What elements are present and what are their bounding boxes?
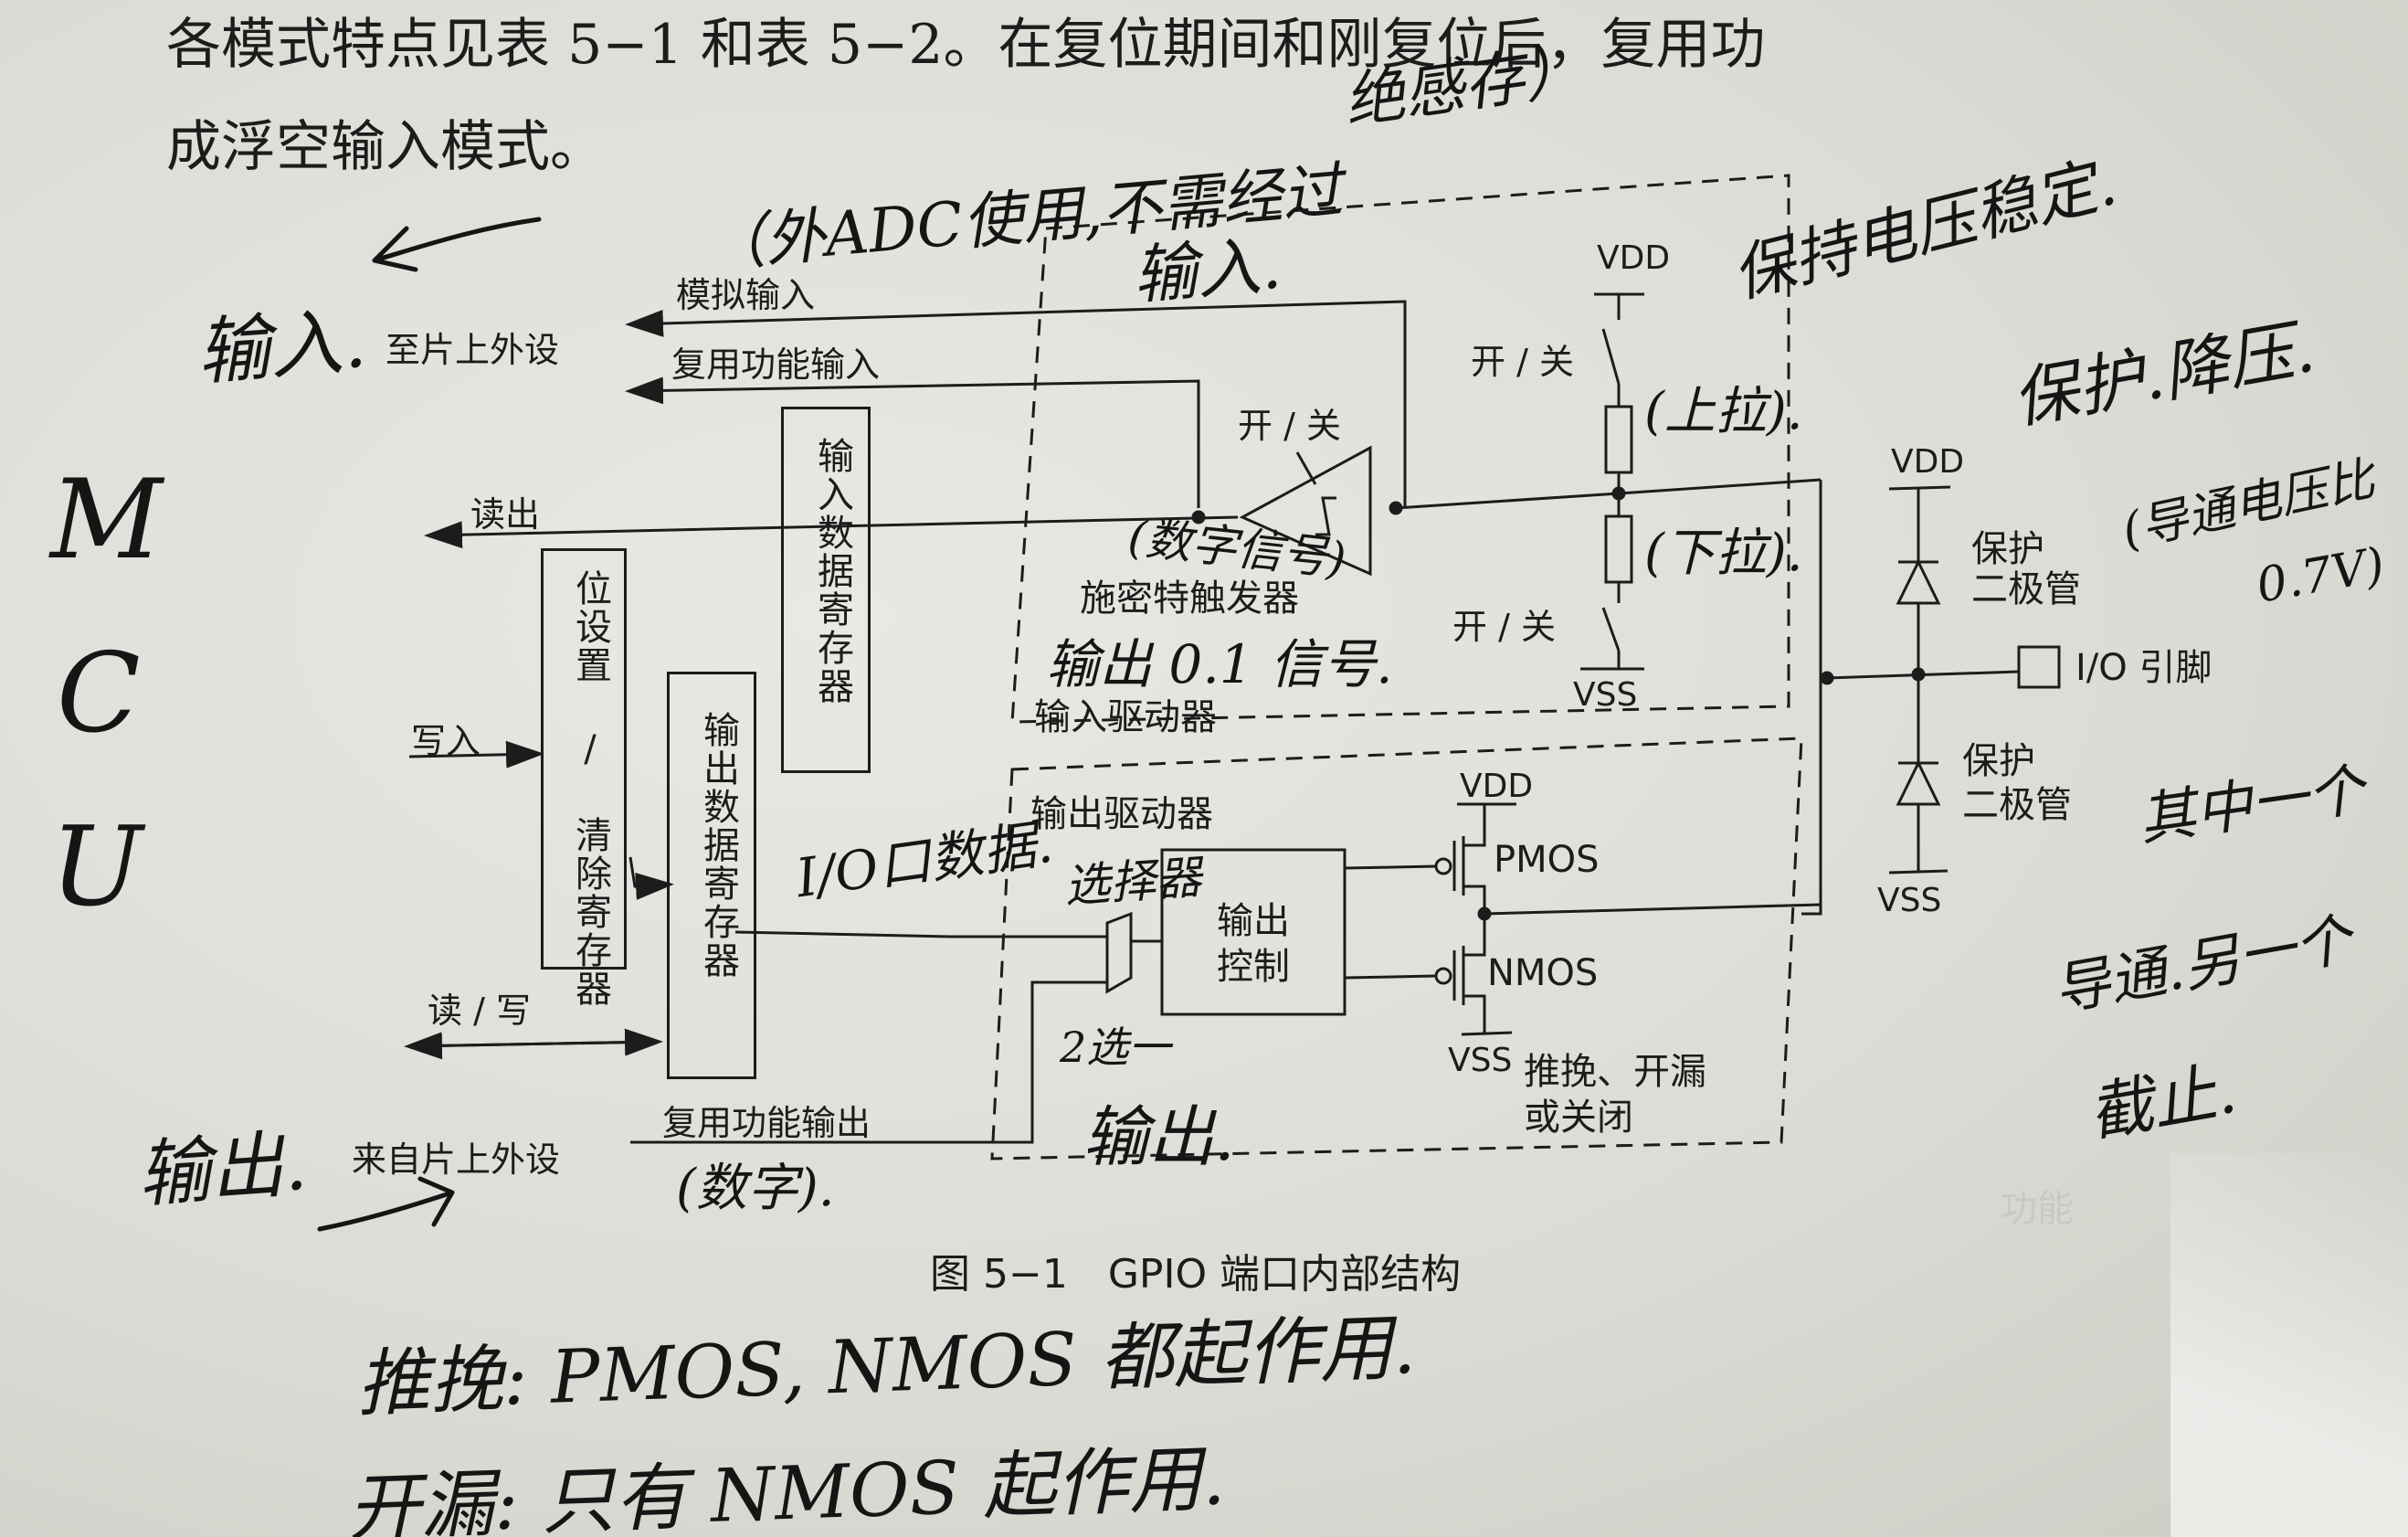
output-mux bbox=[1105, 911, 1133, 994]
to-peripheral-label: 至片上外设 bbox=[385, 330, 560, 370]
handwritten-note-pull-up: (上拉). bbox=[1644, 382, 1803, 441]
output-driver-title: 输出驱动器 bbox=[1030, 793, 1213, 835]
output-data-register: 输出数据寄存器 bbox=[667, 672, 756, 1079]
handwritten-arrow-left bbox=[372, 217, 542, 272]
handwritten-note-output-01: 输出 0.1 信号. bbox=[1046, 633, 1393, 695]
read-write-label: 读 / 写 bbox=[428, 991, 531, 1031]
output-control-line1: 输出 bbox=[1217, 900, 1290, 942]
pmos-label: PMOS bbox=[1494, 839, 1600, 881]
input-driver-title: 输入驱动器 bbox=[1034, 696, 1217, 738]
write-in-label: 写入 bbox=[411, 721, 481, 761]
handwritten-mcu-c: C bbox=[57, 631, 141, 758]
alt-function-output-label: 复用功能输出 bbox=[662, 1103, 871, 1143]
body-text-line-2: 成浮空输入模式。 bbox=[166, 115, 605, 179]
output-driver-outline bbox=[990, 737, 1803, 1161]
diode-bottom-label-2: 二极管 bbox=[1962, 784, 2072, 826]
nmos-label: NMOS bbox=[1487, 952, 1599, 994]
diode-top-label-2: 二极管 bbox=[1971, 568, 2081, 610]
io-pin-pad bbox=[2017, 645, 2061, 689]
input-data-register: 输入数据寄存器 bbox=[781, 407, 871, 773]
vss-nmos-label: VSS bbox=[1448, 1042, 1513, 1079]
handwritten-note-digital-2: (数字). bbox=[676, 1159, 835, 1218]
handwritten-note-pull-down: (下拉). bbox=[1644, 524, 1803, 583]
show-through-text: 功能 bbox=[2001, 1188, 2074, 1230]
output-mode-line2: 或关闭 bbox=[1524, 1097, 1633, 1139]
output-data-register-label: 输出数据寄存器 bbox=[697, 711, 739, 980]
handwritten-mcu-m: M bbox=[50, 457, 163, 584]
body-text-line-1: 各模式特点见表 5−1 和表 5−2。在复位期间和刚复位后，复用功 bbox=[166, 13, 1766, 77]
vdd-pmos-label: VDD bbox=[1460, 768, 1534, 805]
switch-schmitt-label: 开 / 关 bbox=[1238, 406, 1341, 446]
input-driver-outline bbox=[1010, 174, 1790, 724]
bit-set-reset-register-label: 位设置 / 清除寄存器 bbox=[569, 569, 611, 1008]
handwritten-note-output-inner: 输出. bbox=[1083, 1098, 1235, 1175]
vdd-pullup-label: VDD bbox=[1597, 239, 1671, 277]
output-control-box bbox=[1160, 848, 1347, 1016]
alt-function-input-label: 复用功能输入 bbox=[671, 344, 881, 385]
page-edge bbox=[2170, 1153, 2408, 1537]
diode-bottom-label-1: 保护 bbox=[1962, 740, 2035, 782]
switch-pullup-label: 开 / 关 bbox=[1471, 342, 1574, 382]
handwritten-arrow-right bbox=[317, 1176, 455, 1232]
figure-caption: 图 5−1 GPIO 端口内部结构 bbox=[930, 1251, 1462, 1298]
vss-protection-label: VSS bbox=[1877, 882, 1942, 919]
bit-set-reset-register: 位设置 / 清除寄存器 bbox=[541, 548, 627, 1008]
io-pin-label: I/O 引脚 bbox=[2075, 647, 2213, 689]
schmitt-trigger-label: 施密特触发器 bbox=[1080, 578, 1299, 620]
input-data-register-label: 输入数据寄存器 bbox=[811, 437, 853, 705]
diode-top-label-1: 保护 bbox=[1971, 528, 2044, 570]
output-control-line2: 控制 bbox=[1217, 946, 1290, 988]
handwritten-mcu-u: U bbox=[50, 804, 143, 931]
output-mode-line1: 推挽、开漏 bbox=[1524, 1051, 1706, 1093]
read-out-label: 读出 bbox=[470, 494, 541, 535]
analog-input-label: 模拟输入 bbox=[676, 275, 816, 315]
schmitt-trigger bbox=[1239, 445, 1372, 577]
from-peripheral-label: 来自片上外设 bbox=[352, 1140, 561, 1180]
handwritten-note-two-choice: 2选一 bbox=[1060, 1023, 1171, 1072]
switch-pulldown-label: 开 / 关 bbox=[1452, 607, 1556, 647]
vss-pulldown-label: VSS bbox=[1573, 676, 1638, 714]
vdd-protection-label: VDD bbox=[1891, 443, 1965, 481]
